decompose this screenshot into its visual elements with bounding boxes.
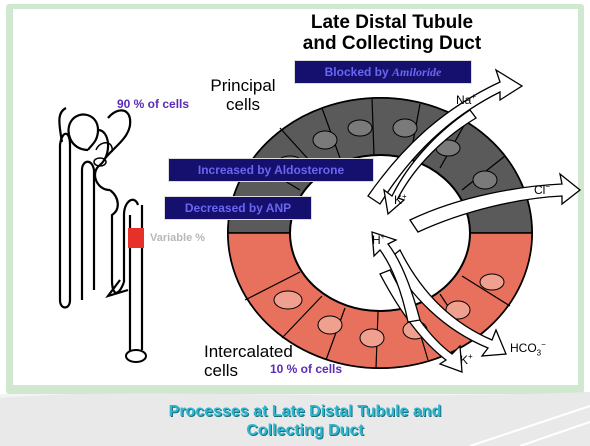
caption-line-2: Collecting Duct xyxy=(120,421,490,440)
blocked-by-amiloride-box: Blocked by Amiloride xyxy=(294,60,472,84)
na-ion-label: Na+ xyxy=(456,92,476,107)
intercalated-percent: 10 % of cells xyxy=(270,362,342,376)
h-ion-label: H+ xyxy=(372,232,385,247)
k-ion-top-label: K+ xyxy=(394,192,407,207)
highlighted-segment xyxy=(128,228,144,248)
amiloride-label: Amiloride xyxy=(392,65,441,79)
principal-cells-line-1: Principal xyxy=(198,76,288,95)
diagram-title: Late Distal Tubule and Collecting Duct xyxy=(292,12,492,54)
blocked-by-label: Blocked by xyxy=(325,65,389,79)
principal-cells-line-2: cells xyxy=(198,95,288,114)
hco3-ion-label: HCO3− xyxy=(510,340,546,357)
title-line-2: and Collecting Duct xyxy=(292,33,492,54)
principal-percent: 90 % of cells xyxy=(117,97,189,111)
increased-by-aldosterone-box: Increased by Aldosterone xyxy=(168,158,374,182)
duct-opening xyxy=(126,350,146,362)
k-ion-bottom-label: K+ xyxy=(460,352,473,367)
caption-line-1: Processes at Late Distal Tubule and xyxy=(120,402,490,421)
slide-caption: Processes at Late Distal Tubule and Coll… xyxy=(120,402,490,440)
decreased-by-anp-box: Decreased by ANP xyxy=(164,196,312,220)
title-line-1: Late Distal Tubule xyxy=(292,12,492,33)
intercalated-cells-line-1: Intercalated xyxy=(204,342,293,361)
cl-ion-label: Cl− xyxy=(534,182,550,197)
variable-percent: Variable % xyxy=(150,232,205,244)
principal-cells-label: Principal cells xyxy=(198,76,288,114)
